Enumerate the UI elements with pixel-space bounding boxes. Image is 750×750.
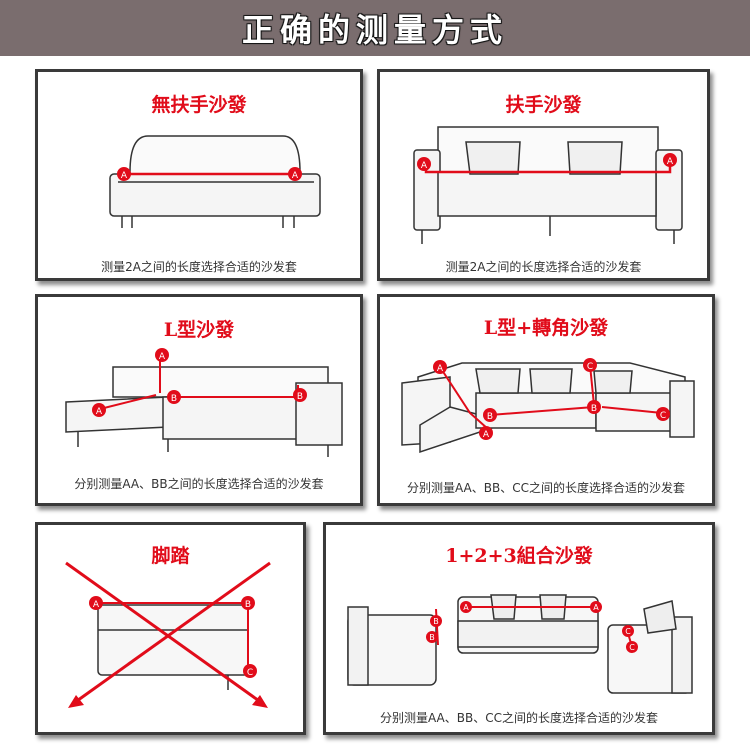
svg-text:A: A (421, 161, 428, 171)
caption-123-set: 分别测量AA、BB、CC之间的长度选择合适的沙发套 (380, 711, 658, 725)
marker-b-left: B (483, 408, 497, 422)
panel-title-arm: 扶手沙發 (505, 94, 582, 116)
panel-footstool: 脚踏 A B C (35, 522, 306, 735)
marker-b-upper: B (430, 615, 442, 627)
svg-text:C: C (625, 627, 631, 636)
marker-c-lower: C (656, 407, 670, 421)
marker-a-left: A (417, 157, 431, 171)
svg-text:B: B (429, 633, 435, 642)
panel-no-arm-sofa: 無扶手沙發 A A 测量2A之间的长度选择合适的沙发套 (35, 69, 363, 281)
marker-a-left: A (117, 167, 131, 181)
marker-c: C (243, 664, 257, 678)
svg-text:A: A (93, 600, 100, 610)
panel-l-shape-sofa: L型沙發 A A B B 分别测量AA、BB之间的长 (35, 294, 363, 506)
svg-text:C: C (247, 668, 253, 678)
panel-title-footstool: 脚踏 (151, 545, 190, 567)
svg-text:A: A (667, 157, 674, 167)
svg-text:B: B (591, 404, 597, 414)
caption-l-shape: 分别测量AA、BB之间的长度选择合适的沙发套 (74, 477, 324, 491)
marker-b-lower: B (426, 631, 438, 643)
marker-b: B (241, 596, 255, 610)
svg-text:A: A (121, 171, 128, 181)
panel-123-set: 1+2+3組合沙發 B B A A (323, 522, 715, 735)
panel-title-123-set: 1+2+3組合沙發 (445, 545, 593, 567)
svg-text:A: A (463, 603, 469, 612)
svg-text:A: A (96, 407, 103, 417)
marker-a-right: A (590, 601, 602, 613)
marker-b-left: B (167, 390, 181, 404)
l-shape-sofa-illustration: A A B B (65, 348, 343, 457)
marker-a-lower: A (479, 426, 493, 440)
panel-arm-sofa: 扶手沙發 A A 测量2A之间的长度选择合适的沙发套 (377, 69, 710, 281)
footstool-illustration: A B C (65, 561, 271, 708)
no-arm-sofa-illustration: A A (109, 135, 321, 228)
marker-c-lower: C (626, 641, 638, 653)
header-banner: 正确的测量方式 (0, 0, 750, 56)
svg-text:A: A (159, 352, 166, 362)
arm-sofa-illustration: A A (413, 126, 683, 244)
marker-a-lower: A (92, 403, 106, 417)
caption-no-arm: 测量2A之间的长度选择合适的沙发套 (101, 260, 297, 274)
sofa-set-illustration: B B A A C C (347, 594, 693, 694)
svg-text:B: B (245, 600, 251, 610)
svg-text:C: C (660, 411, 666, 421)
page-title: 正确的测量方式 (241, 11, 508, 49)
svg-text:A: A (483, 430, 490, 440)
svg-text:A: A (593, 603, 599, 612)
marker-a-right: A (288, 167, 302, 181)
l-corner-sofa-illustration: A A B B C C (401, 358, 695, 454)
svg-text:C: C (587, 362, 593, 372)
svg-text:A: A (437, 364, 444, 374)
svg-text:A: A (292, 171, 299, 181)
marker-c-upper: C (622, 625, 634, 637)
svg-text:B: B (171, 394, 177, 404)
svg-text:C: C (629, 643, 635, 652)
marker-c-upper: C (583, 358, 597, 372)
svg-text:B: B (433, 617, 439, 626)
panel-l-corner-sofa: L型+轉角沙發 A A B B (377, 294, 715, 506)
svg-text:B: B (297, 392, 303, 402)
panel-title-no-arm: 無扶手沙發 (151, 94, 247, 116)
marker-a-left: A (460, 601, 472, 613)
caption-l-corner: 分别测量AA、BB、CC之间的长度选择合适的沙发套 (407, 481, 685, 495)
panel-title-l-corner: L型+轉角沙發 (483, 317, 609, 339)
panel-title-l-shape: L型沙發 (163, 319, 235, 341)
marker-a-upper: A (155, 348, 169, 362)
svg-text:B: B (487, 412, 493, 422)
marker-a-upper: A (433, 360, 447, 374)
marker-b-right: B (587, 400, 601, 414)
marker-a: A (89, 596, 103, 610)
caption-arm: 测量2A之间的长度选择合适的沙发套 (445, 260, 642, 274)
marker-a-right: A (663, 153, 677, 167)
marker-b-right: B (293, 388, 307, 402)
